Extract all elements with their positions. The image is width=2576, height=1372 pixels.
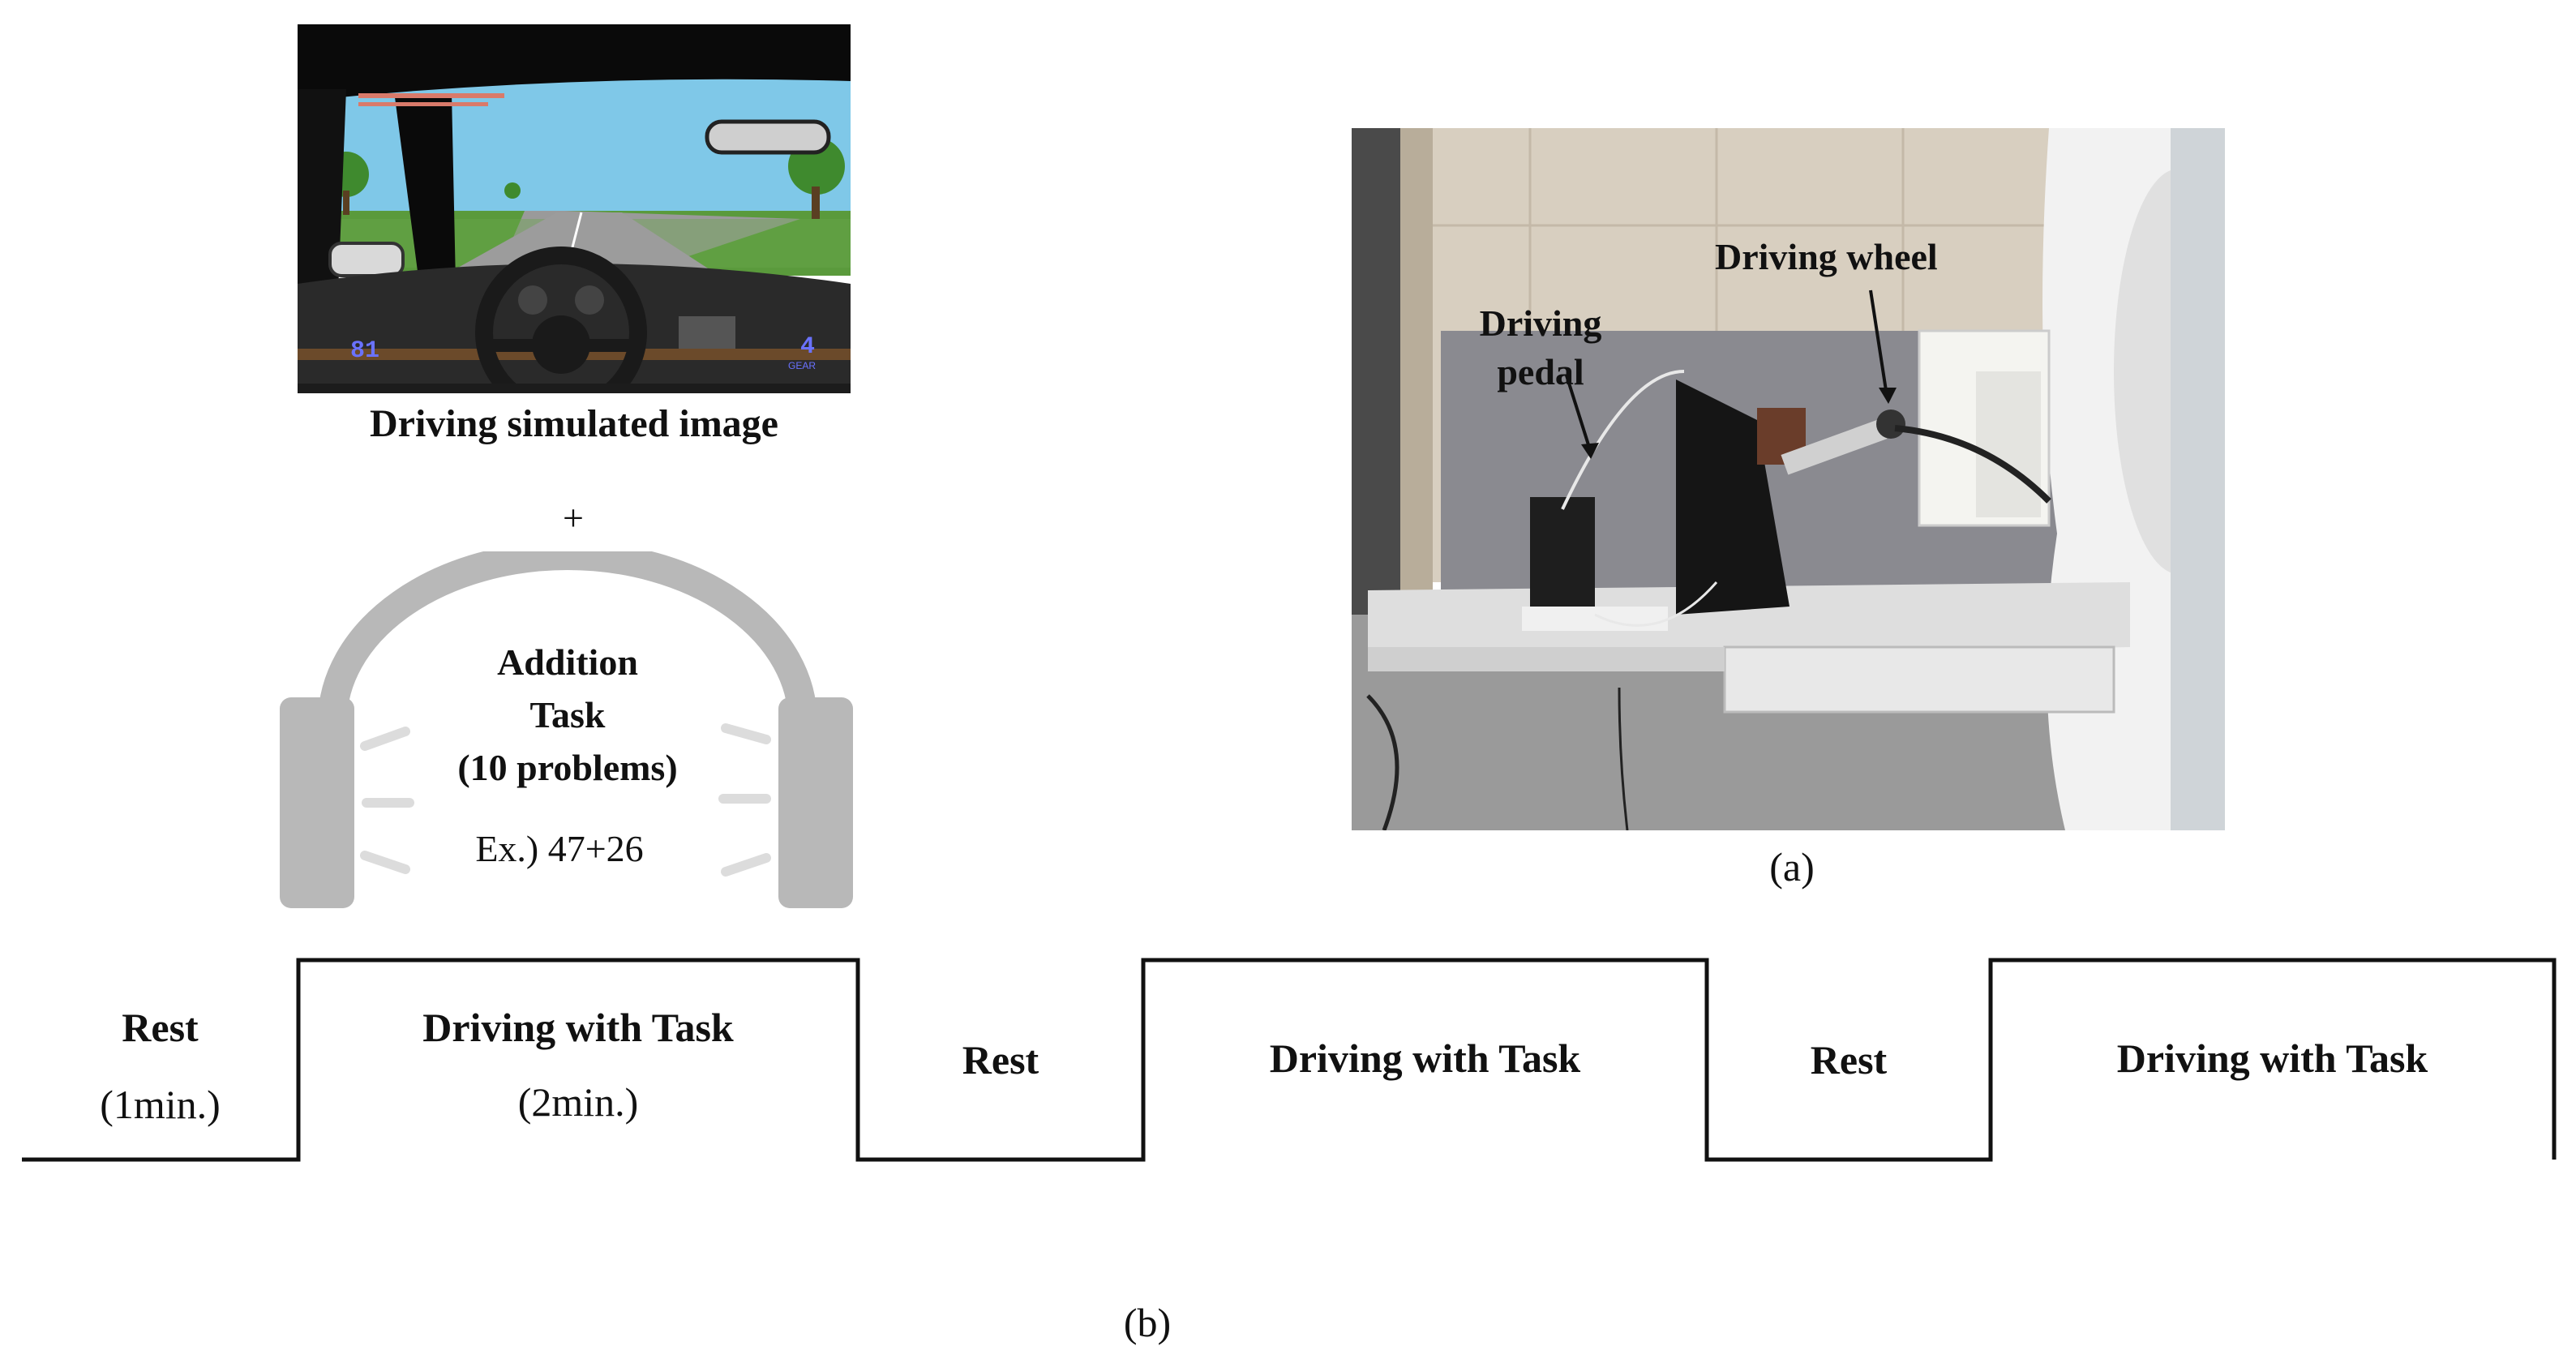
- mri-setup-illustration: [1352, 128, 2225, 830]
- mri-driving-setup-photo: [1352, 128, 2225, 830]
- block-2-label: Driving with Task: [422, 1005, 734, 1050]
- block-3-label: Rest: [962, 1037, 1039, 1083]
- hud-gear-unit: GEAR: [788, 360, 816, 371]
- block-1-label: Rest: [122, 1005, 199, 1050]
- block-5-label: Rest: [1810, 1037, 1888, 1083]
- panel-a-caption: (a): [1769, 844, 1815, 890]
- block-6-label: Driving with Task: [2116, 1035, 2428, 1081]
- task-title-line-1: Addition: [497, 641, 638, 683]
- block-1-duration: (1min.): [100, 1082, 221, 1127]
- driving-pedal-label-line-1: Driving: [1479, 302, 1602, 344]
- block-2-duration: (2min.): [517, 1079, 639, 1125]
- plus-sign: +: [563, 497, 584, 538]
- task-title-line-3: (10 problems): [457, 747, 678, 788]
- simulator-caption: Driving simulated image: [370, 402, 778, 445]
- driving-wheel-label: Driving wheel: [1715, 236, 1938, 277]
- hud-speed: 81: [350, 337, 379, 365]
- task-example: Ex.) 47+26: [475, 828, 644, 869]
- block-4-label: Driving with Task: [1269, 1035, 1581, 1081]
- hud-gear: 4: [800, 333, 815, 361]
- panel-b-caption: (b): [1123, 1300, 1172, 1345]
- driving-simulator-image: 81 4 GEAR: [298, 24, 851, 393]
- driving-pedal-label-line-2: pedal: [1497, 351, 1584, 392]
- headphones-icon: [276, 541, 859, 912]
- block-design-timeline: [0, 941, 2576, 1184]
- task-title-line-2: Task: [529, 694, 606, 735]
- block-design-waveform: [22, 958, 2557, 1162]
- driving-simulator-illustration: 81 4 GEAR: [298, 24, 851, 393]
